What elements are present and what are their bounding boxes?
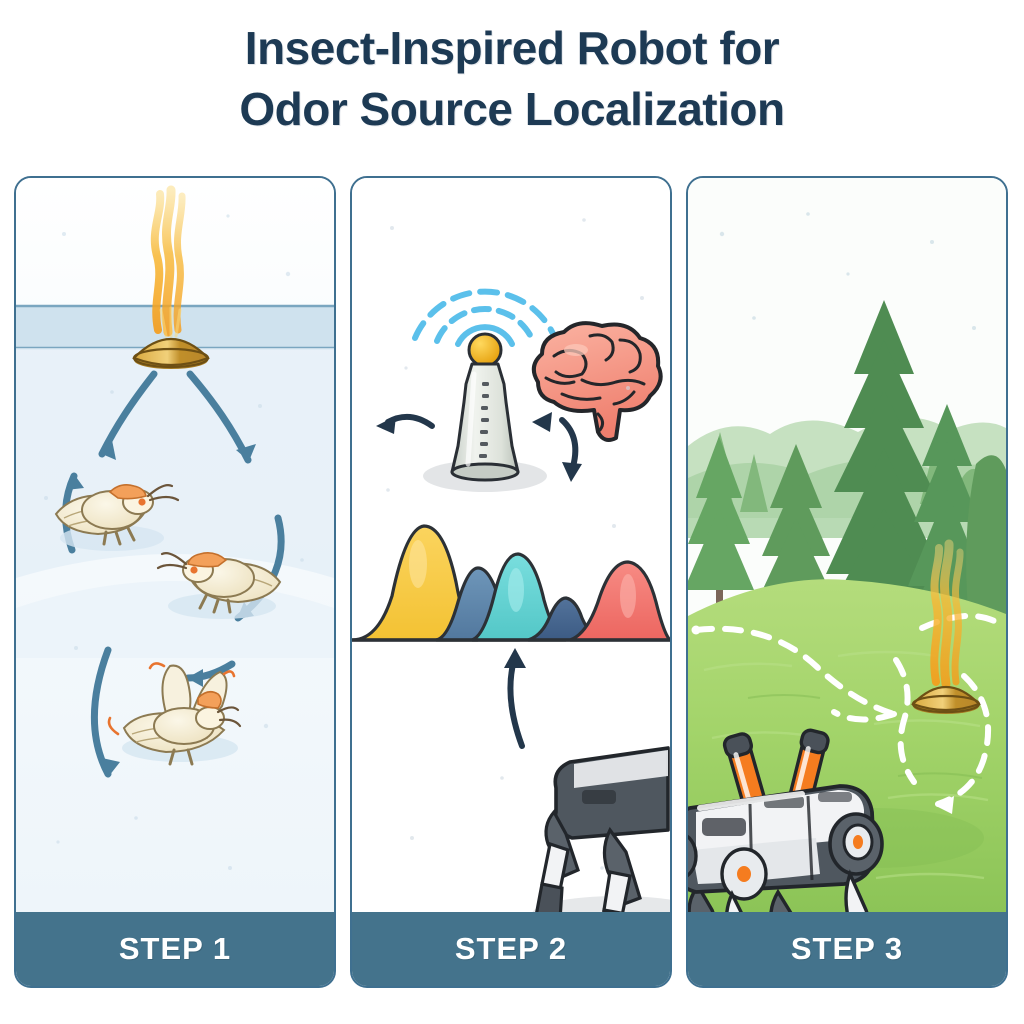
sensor-brain-scene-svg — [352, 178, 670, 912]
quadruped-robot — [688, 728, 884, 912]
path-segment-descent — [893, 657, 917, 785]
odor-plume — [150, 185, 186, 338]
silkmoth-right — [156, 552, 282, 619]
sensor-markings — [479, 382, 489, 458]
panel-step-3[interactable]: STEP 3 — [686, 176, 1008, 988]
silkmoth-left — [54, 484, 180, 551]
arrow-source-to-left — [98, 370, 158, 458]
odor-sensor-device — [423, 332, 547, 492]
paper-speckles — [44, 214, 304, 870]
step-3-label: STEP 3 — [790, 931, 904, 966]
robot-body — [688, 784, 884, 901]
title-line-2: Odor Source Localization — [239, 82, 785, 135]
panel-1-artwork — [16, 178, 334, 912]
panel-row: STEP 1 — [14, 176, 1010, 988]
brain-model — [531, 321, 663, 442]
path-segment-right — [919, 613, 1003, 631]
quadruped-robot-partial — [532, 746, 670, 912]
step-1-footer: STEP 1 — [16, 912, 334, 986]
paper-speckles — [386, 218, 644, 870]
odor-source-cone — [911, 685, 981, 714]
step-1-label: STEP 1 — [118, 931, 232, 966]
search-path-dashed — [693, 613, 1003, 807]
navy-arrow-heads — [376, 412, 582, 668]
silkmoth-bottom — [107, 662, 242, 766]
panel-3-artwork — [688, 178, 1006, 912]
path-segment-upper — [693, 625, 897, 717]
step-2-label: STEP 2 — [454, 931, 568, 966]
path-segment-zigzag — [831, 709, 897, 723]
path-arrowheads — [691, 625, 954, 814]
paper-speckles — [719, 212, 976, 330]
step-3-footer: STEP 3 — [688, 912, 1006, 986]
robot-front-legs — [725, 869, 869, 912]
signal-waves — [412, 288, 558, 347]
pine-tree-left — [688, 436, 754, 628]
silkmoth-scene-svg — [16, 178, 334, 912]
path-segment-loop — [935, 673, 992, 807]
panel-step-1[interactable]: STEP 1 — [14, 176, 336, 988]
panel-step-2[interactable]: STEP 2 — [350, 176, 672, 988]
step-2-footer: STEP 2 — [352, 912, 670, 986]
title-line-1: Insect-Inspired Robot for — [244, 22, 780, 74]
odor-plume — [930, 539, 964, 689]
dist-curve-coral — [569, 560, 670, 642]
page-title: Insect-Inspired Robot for Odor Source Lo… — [0, 18, 1024, 139]
odor-source-cone — [132, 337, 210, 369]
panel-2-artwork — [352, 178, 670, 912]
field-deployment-scene-svg — [688, 178, 1006, 912]
probability-distribution-chart — [352, 524, 670, 642]
